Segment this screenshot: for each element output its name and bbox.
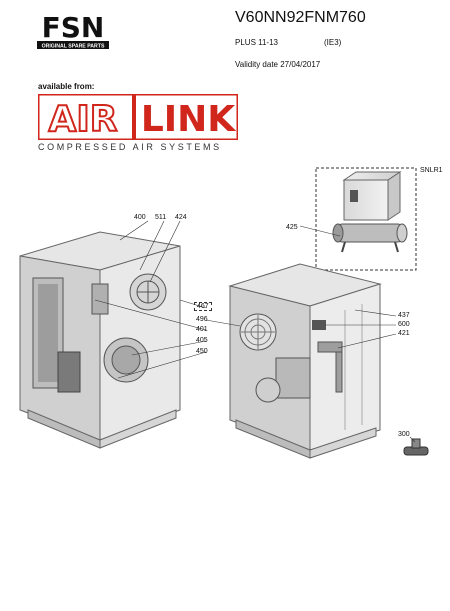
- model-code: V60NN92FNM760: [235, 9, 366, 26]
- part-300-pad: [403, 438, 429, 456]
- airlink-word-right: LINK: [141, 99, 236, 140]
- callout-511: 511: [155, 214, 167, 221]
- callout-421: 421: [398, 330, 410, 337]
- inset-receiver-unit: [315, 167, 417, 271]
- efficiency-label: (IE3): [324, 38, 342, 47]
- available-from-label: available from:: [38, 82, 95, 91]
- airlink-tagline: COMPRESSED AIR SYSTEMS: [38, 142, 222, 152]
- callout-400: 400: [134, 214, 146, 221]
- airlink-word-left: AIR: [49, 99, 118, 140]
- callout-425: 425: [286, 224, 298, 231]
- callout-450: 450: [196, 348, 208, 355]
- callout-401: 401: [196, 326, 208, 333]
- fsn-logo-text: FSN: [42, 11, 105, 44]
- callout-467: 467: [194, 302, 212, 311]
- callout-424: 424: [175, 214, 187, 221]
- callout-300: 300: [398, 431, 410, 438]
- airlink-logo: AIR LINK: [36, 92, 240, 142]
- series-label: PLUS 11-13: [235, 38, 278, 47]
- fsn-logo: FSN ORIGINAL SPARE PARTS: [37, 10, 109, 50]
- fsn-logo-tagline: ORIGINAL SPARE PARTS: [42, 44, 105, 50]
- callout-405: 405: [196, 337, 208, 344]
- callout-437: 437: [398, 312, 410, 319]
- callout-496: 496: [196, 316, 208, 323]
- callout-600: 600: [398, 321, 410, 328]
- validity-date: Validity date 27/04/2017: [235, 60, 321, 69]
- right-cabinet-closed: [228, 263, 382, 459]
- inset-label: SNLR1: [420, 167, 443, 174]
- left-cabinet-open: [19, 231, 181, 449]
